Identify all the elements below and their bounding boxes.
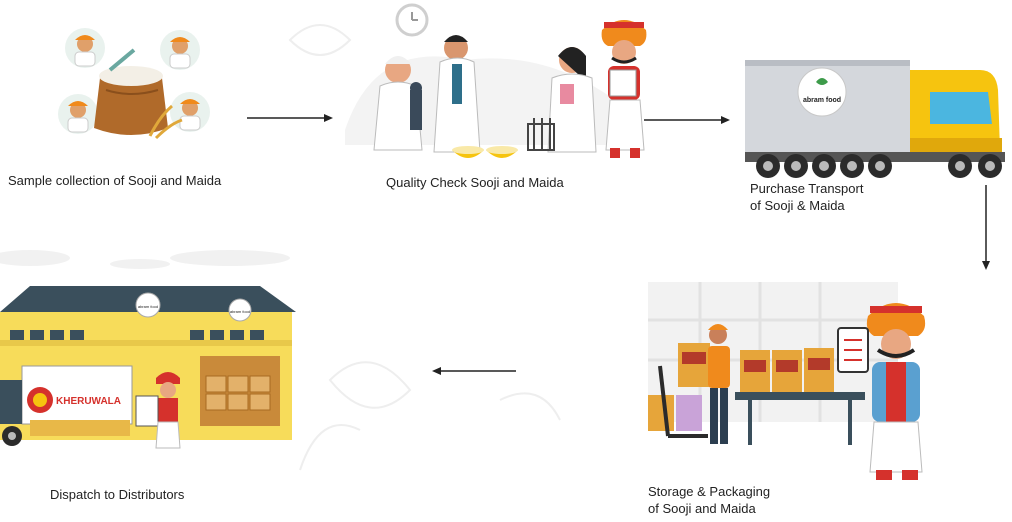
arrow-transport-to-storage: [982, 185, 990, 270]
svg-text:abram food: abram food: [138, 304, 158, 309]
truck-logo: abram food: [797, 67, 847, 117]
farmer-avatar: [58, 94, 98, 134]
background-clouds: [0, 250, 290, 269]
transport-truck-illustration: abram food: [745, 60, 1005, 178]
warehouse-logo: abram food: [135, 292, 161, 318]
step-label-sample-collection: Sample collection of Sooji and Maida: [8, 172, 221, 189]
mascot-with-clipboard: [837, 303, 926, 480]
truck-windshield: [930, 92, 992, 124]
wheat-icon: [148, 104, 183, 140]
storage-packaging-illustration: [648, 282, 926, 480]
clipboard-icon: [135, 395, 159, 427]
farmer-avatar: [170, 92, 210, 132]
step-label-line: of Sooji & Maida: [750, 198, 845, 213]
test-tube-rack: [527, 118, 555, 151]
step-label-line: Storage & Packaging: [648, 484, 771, 499]
svg-text:abram food: abram food: [803, 97, 841, 104]
quality-check-illustration: [345, 3, 647, 158]
truck-wheel: [756, 154, 780, 178]
arrow-sample-to-quality: [247, 114, 333, 122]
farmer-avatar: [160, 30, 200, 70]
farmer-avatar: [65, 28, 105, 68]
kheruwala-logo: [27, 387, 53, 413]
flour-bowl: [452, 146, 484, 158]
product-packet: [676, 395, 702, 431]
truck-wheel: [2, 426, 22, 446]
delivery-truck-sign: KHERUWALA: [56, 396, 121, 407]
truck-wheel: [978, 154, 1002, 178]
sample-collection-illustration: [58, 28, 210, 140]
warehouse-worker: [708, 324, 730, 444]
product-packet: [678, 343, 710, 387]
truck-wheel: [868, 154, 892, 178]
arrow-quality-to-transport: [644, 116, 730, 124]
flour-bowl: [486, 146, 518, 158]
warehouse-logo: abram food: [228, 298, 252, 322]
svg-text:abram food: abram food: [230, 309, 250, 314]
step-label-line: Quality Check Sooji and Maida: [386, 175, 564, 190]
product-packet: [804, 348, 834, 392]
scientist-figure: [547, 47, 597, 153]
step-label-quality-check: Quality Check Sooji and Maida: [386, 174, 564, 191]
step-label-purchase-transport: Purchase Transport of Sooji & Maida: [750, 180, 863, 214]
step-label-line: Dispatch to Distributors: [50, 487, 185, 502]
truck-wheel: [812, 154, 836, 178]
scientist-figure: [373, 56, 423, 151]
clock-icon: [395, 3, 429, 37]
step-label-line: Sample collection of Sooji and Maida: [8, 173, 222, 188]
mascot-dispatcher: [135, 372, 181, 449]
step-label-dispatch: Dispatch to Distributors: [50, 486, 184, 503]
dispatch-warehouse-illustration: abram food abram food KHERUWALA: [0, 286, 296, 449]
pallet-jack: [658, 365, 708, 438]
step-label-line: Purchase Transport: [750, 181, 864, 196]
truck-wheel: [784, 154, 808, 178]
packing-table: [735, 392, 865, 400]
product-packet: [740, 350, 770, 392]
step-label-line: of Sooji and Maida: [648, 501, 756, 516]
arrow-storage-to-dispatch: [432, 367, 516, 375]
flour-sack: [94, 48, 168, 135]
scientist-figure: [433, 35, 481, 153]
background-leaves: [288, 24, 561, 471]
mascot-inspector: [601, 20, 647, 158]
product-packet: [772, 350, 802, 392]
truck-wheel: [948, 154, 972, 178]
truck-wheel: [840, 154, 864, 178]
step-label-storage-packaging: Storage & Packaging of Sooji and Maida: [648, 483, 770, 517]
product-packet: [648, 395, 674, 431]
